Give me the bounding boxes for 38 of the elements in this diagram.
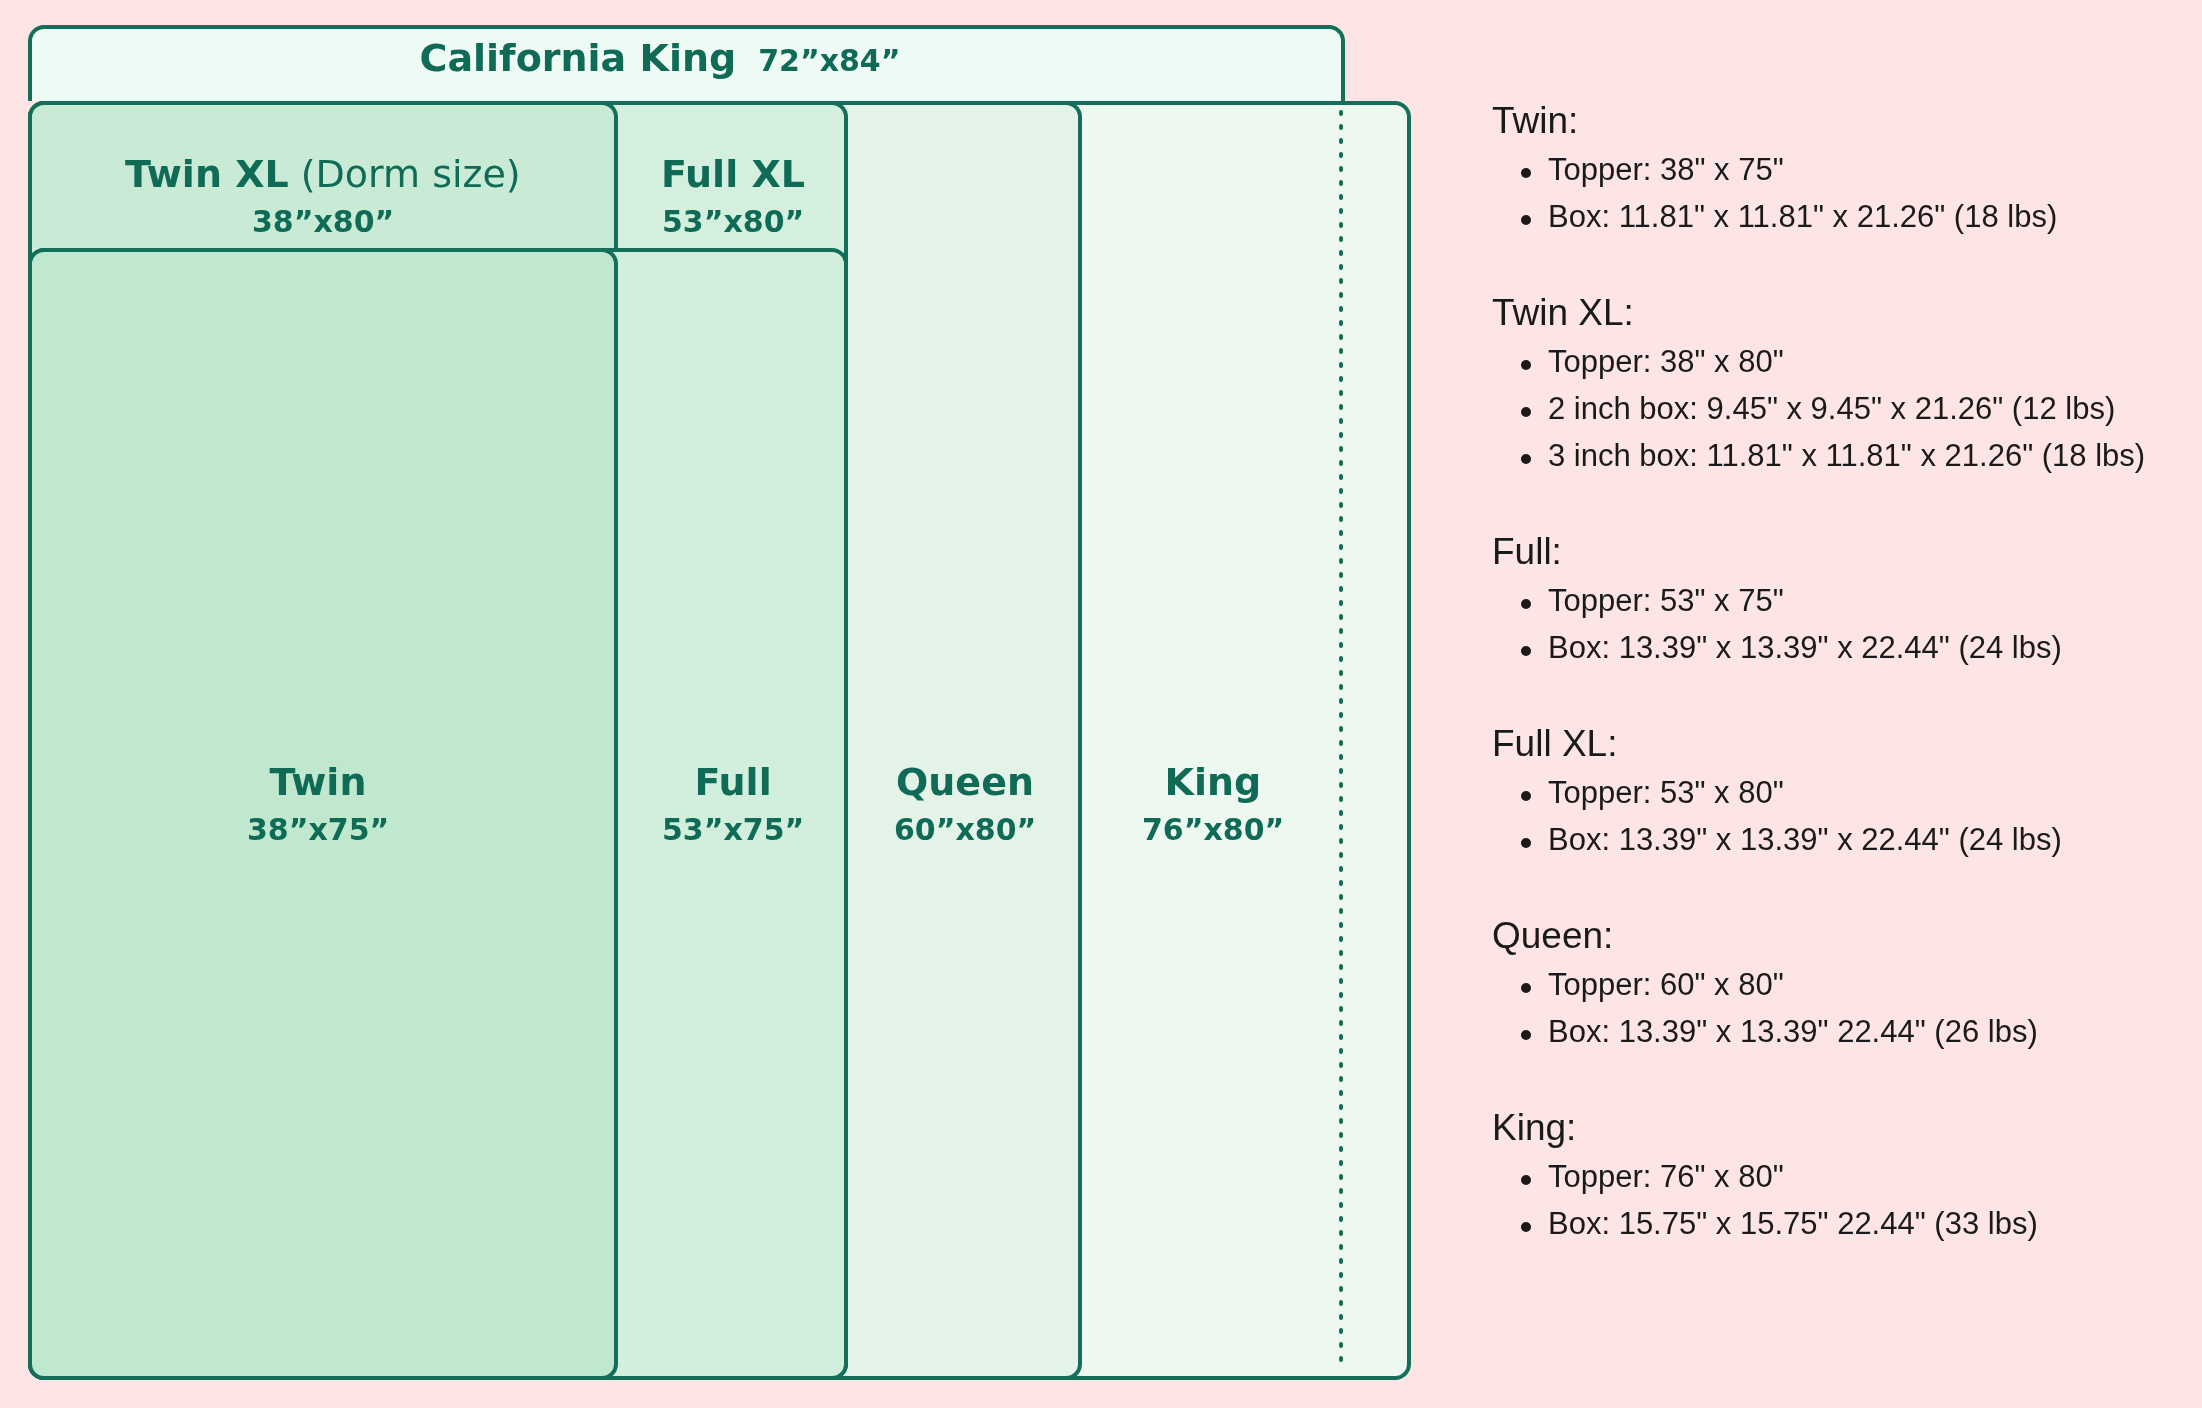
bed-size-outline (28, 248, 618, 1380)
bed-size-outline (28, 25, 1345, 101)
size-heading: King: (1492, 1107, 1577, 1149)
size-dimensions: 72”x84” (758, 43, 901, 78)
spec-item: Topper: 53" x 80" (1548, 775, 1784, 811)
spec-item: Topper: 60" x 80" (1548, 967, 1784, 1003)
size-dimensions: 76”x80” (1142, 812, 1285, 847)
spec-item: Box: 15.75" x 15.75" 22.44" (33 lbs) (1548, 1206, 2038, 1242)
size-dimensions: 38”x75” (247, 812, 390, 847)
size-dimensions: 53”x80” (662, 204, 805, 239)
size-name: Full (694, 760, 772, 804)
size-heading: Queen: (1492, 915, 1614, 957)
size-heading: Full: (1492, 531, 1562, 573)
bed-size-outline (28, 101, 1082, 1380)
size-name: Twin XL (Dorm size) (125, 152, 521, 196)
size-name: California King (419, 36, 737, 80)
size-name: Full XL (661, 152, 805, 196)
spec-item: Topper: 38" x 80" (1548, 344, 1784, 380)
size-heading: Full XL: (1492, 723, 1618, 765)
size-dimensions: 38”x80” (252, 204, 395, 239)
spec-item: Topper: 38" x 75" (1548, 152, 1784, 188)
size-heading: Twin XL: (1492, 292, 1634, 334)
spec-item: Topper: 53" x 75" (1548, 583, 1784, 619)
spec-item: Box: 13.39" x 13.39" x 22.44" (24 lbs) (1548, 822, 2062, 858)
size-name: Queen (896, 760, 1034, 804)
size-dimensions: 60”x80” (894, 812, 1037, 847)
spec-item: Box: 13.39" x 13.39" 22.44" (26 lbs) (1548, 1014, 2038, 1050)
size-name: Twin (269, 760, 367, 804)
size-heading: Twin: (1492, 100, 1579, 142)
spec-item: 2 inch box: 9.45" x 9.45" x 21.26" (12 lbs) (1548, 391, 2116, 427)
size-name: King (1164, 760, 1262, 804)
bed-size-outline (28, 101, 1411, 1380)
bed-size-outline (28, 101, 618, 248)
spec-item: 3 inch box: 11.81" x 11.81" x 21.26" (18 lbs) (1548, 438, 2146, 474)
spec-item: Box: 13.39" x 13.39" x 22.44" (24 lbs) (1548, 630, 2062, 666)
spec-item: Topper: 76" x 80" (1548, 1159, 1784, 1195)
spec-item: Box: 11.81" x 11.81" x 21.26" (18 lbs) (1548, 199, 2058, 235)
size-dimensions: 53”x75” (662, 812, 805, 847)
